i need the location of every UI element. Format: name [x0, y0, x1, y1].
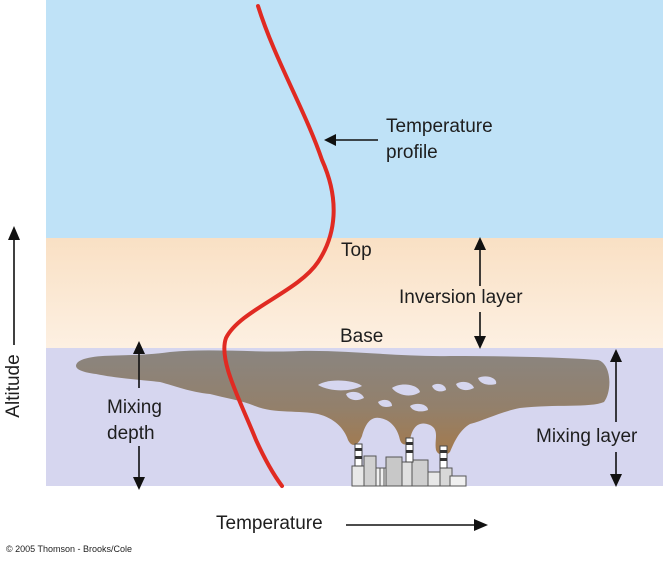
x-axis-label: Temperature — [216, 513, 323, 534]
inversion-layer-band — [46, 238, 663, 348]
factory-icon — [351, 437, 467, 487]
inversion-base-label: Base — [340, 326, 384, 347]
y-axis-label: Altitude — [3, 354, 24, 418]
temperature-profile-label-line2: profile — [386, 142, 438, 163]
mixing-depth-label: Mixing — [107, 397, 162, 418]
mixing-depth-label-line2: depth — [107, 423, 155, 444]
inversion-layer-label: Inversion layer — [399, 287, 523, 308]
annotation-arrows — [8, 134, 622, 531]
temperature-profile-label: Temperature — [386, 116, 493, 137]
mixing-layer-label: Mixing layer — [536, 426, 638, 447]
upper-air-band — [46, 0, 663, 238]
smog-cloud — [76, 350, 610, 455]
inversion-top-label: Top — [341, 240, 372, 261]
temperature-profile-line — [222, 4, 336, 488]
copyright-credit: © 2005 Thomson - Brooks/Cole — [6, 544, 133, 554]
